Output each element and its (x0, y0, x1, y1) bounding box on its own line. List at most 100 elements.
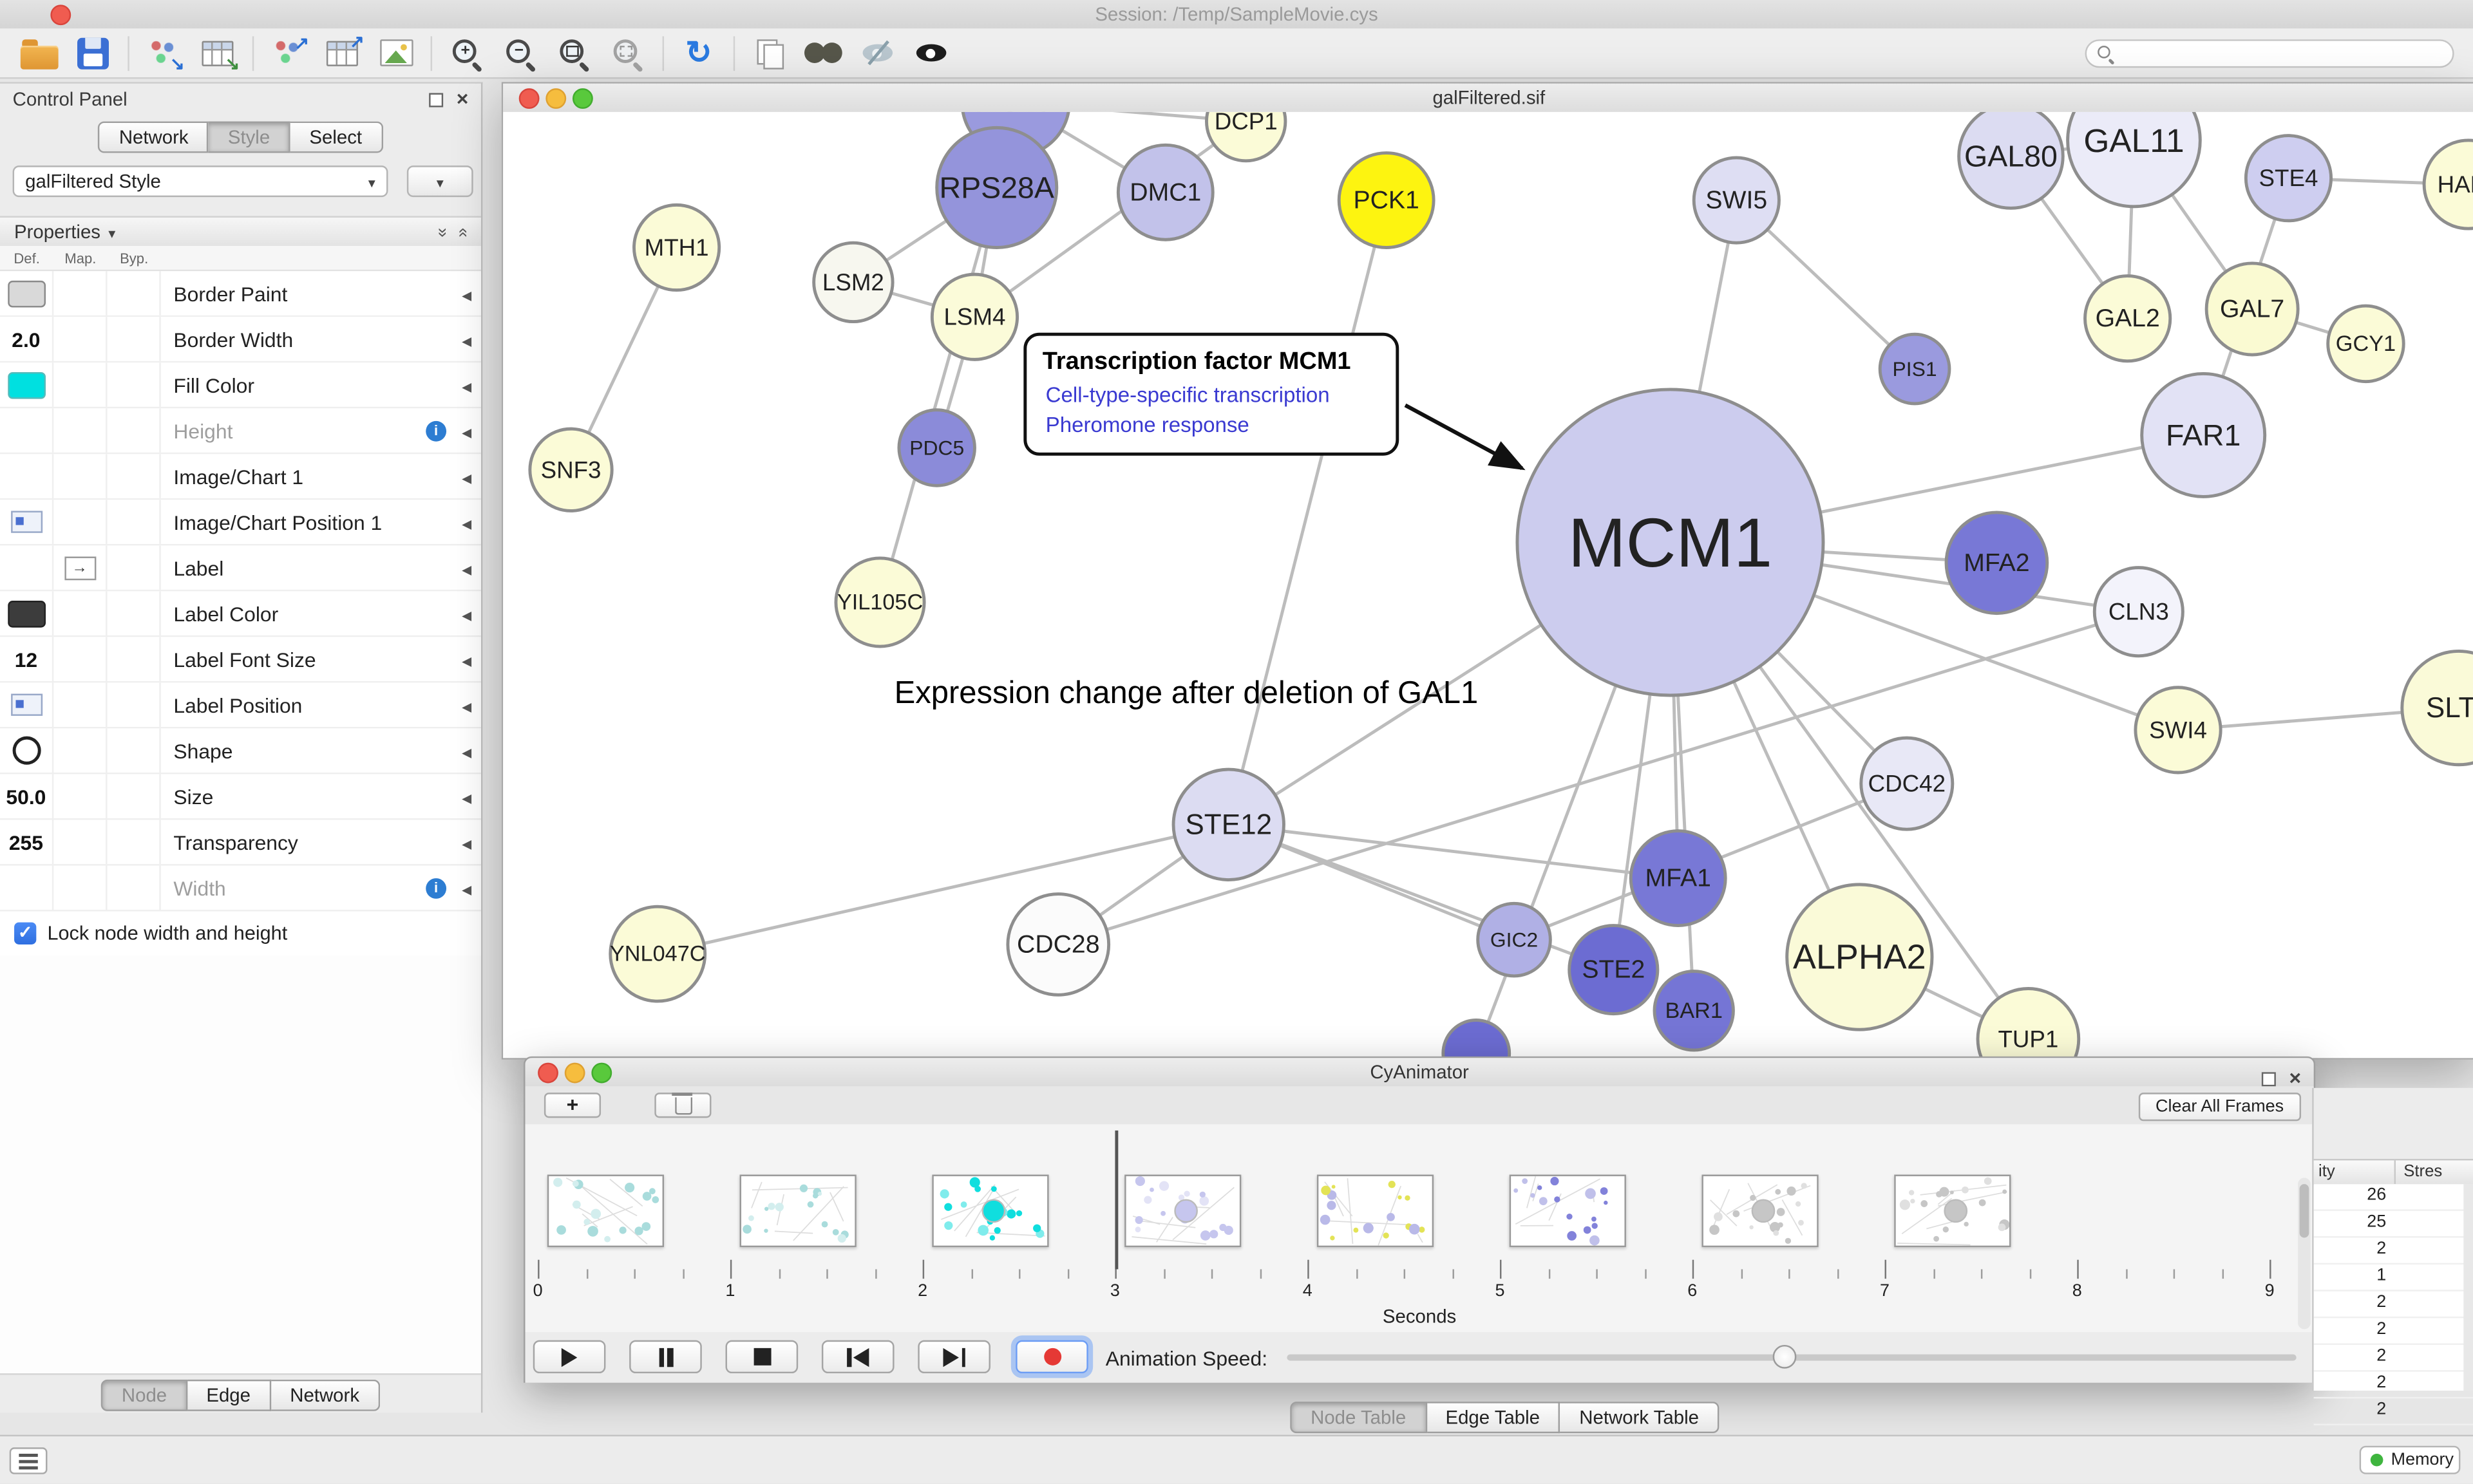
frame-thumbnail-5[interactable] (1510, 1174, 1626, 1247)
export-network-button[interactable] (262, 31, 316, 75)
property-def-cell[interactable]: 50.0 (0, 774, 53, 818)
refresh-view-button[interactable] (672, 31, 725, 75)
first-neighbors-button[interactable] (797, 31, 850, 75)
network-node-SWI4[interactable]: SWI4 (2136, 688, 2221, 773)
property-byp-cell[interactable] (108, 865, 161, 910)
save-session-button[interactable] (66, 31, 120, 75)
property-byp-cell[interactable] (108, 408, 161, 453)
tab-edge[interactable]: Edge (187, 1380, 271, 1411)
property-map-cell[interactable] (53, 820, 107, 864)
frame-thumbnail-0[interactable] (547, 1174, 664, 1247)
network-node-SLT2[interactable]: SLT2 (2402, 651, 2473, 764)
table-row[interactable]: 2 (2314, 1291, 2473, 1319)
expand-arrow-icon[interactable] (462, 874, 471, 902)
property-def-cell[interactable] (0, 500, 53, 544)
expand-arrow-icon[interactable] (462, 691, 471, 719)
network-node-GAL2[interactable]: GAL2 (2085, 276, 2170, 361)
network-edge-RPS28A-YIL105C[interactable] (880, 187, 997, 602)
stop-button[interactable] (726, 1340, 799, 1373)
float-panel-icon[interactable] (430, 92, 444, 106)
zoom-out-button[interactable] (494, 31, 547, 75)
import-network-button[interactable] (137, 31, 191, 75)
tab-select[interactable]: Select (290, 122, 383, 153)
property-map-cell[interactable] (53, 408, 107, 453)
show-all-button[interactable] (904, 31, 957, 75)
tab-node[interactable]: Node (101, 1380, 187, 1411)
property-byp-cell[interactable] (108, 317, 161, 361)
network-node-PCK1[interactable]: PCK1 (1339, 153, 1434, 248)
pause-button[interactable] (629, 1340, 702, 1373)
zoom-selected-button[interactable] (601, 31, 654, 75)
property-row-label-position[interactable]: Label Position (0, 682, 481, 728)
tab-edge-table[interactable]: Edge Table (1426, 1402, 1560, 1433)
property-byp-cell[interactable] (108, 591, 161, 635)
property-def-cell[interactable] (0, 728, 53, 773)
property-row-image-chart-1[interactable]: Image/Chart 1 (0, 454, 481, 500)
table-row[interactable]: 2 (2314, 1318, 2473, 1345)
expand-arrow-icon[interactable] (462, 599, 471, 628)
property-map-cell[interactable] (53, 637, 107, 681)
property-def-cell[interactable] (0, 545, 53, 590)
hide-selected-button[interactable] (850, 31, 904, 75)
property-byp-cell[interactable] (108, 500, 161, 544)
property-row-image-chart-position-1[interactable]: Image/Chart Position 1 (0, 500, 481, 545)
property-map-cell[interactable] (53, 362, 107, 407)
property-row-border-paint[interactable]: Border Paint (0, 271, 481, 317)
property-def-cell[interactable] (0, 591, 53, 635)
scrollbar-thumb[interactable] (2300, 1184, 2309, 1237)
property-byp-cell[interactable] (108, 362, 161, 407)
panel-toggle-button[interactable] (10, 1447, 48, 1474)
property-row-shape[interactable]: Shape (0, 728, 481, 774)
network-node-MTH1[interactable]: MTH1 (634, 205, 719, 290)
export-image-button[interactable] (369, 31, 422, 75)
memory-status-button[interactable]: Memory (2360, 1446, 2461, 1474)
frame-thumbnail-6[interactable] (1701, 1174, 1818, 1247)
next-frame-button[interactable] (918, 1340, 990, 1373)
float-panel-icon[interactable] (2262, 1071, 2277, 1085)
network-edge-STE12-PCK1[interactable] (1229, 200, 1387, 825)
timeline-scrollbar[interactable] (2298, 1178, 2311, 1329)
property-row-label-color[interactable]: Label Color (0, 591, 481, 637)
tab-node-table[interactable]: Node Table (1290, 1402, 1426, 1433)
network-node-PDC5[interactable]: PDC5 (899, 410, 975, 486)
property-map-cell[interactable] (53, 454, 107, 498)
expand-arrow-icon[interactable] (462, 417, 471, 445)
network-node-FAR1[interactable]: FAR1 (2142, 373, 2265, 496)
tab-network[interactable]: Network (99, 122, 209, 153)
network-node-SNF3[interactable]: SNF3 (530, 429, 612, 511)
open-session-button[interactable] (13, 31, 66, 75)
network-node-HAP4[interactable]: HAP4 (2424, 140, 2473, 229)
close-panel-icon[interactable] (457, 88, 469, 110)
expand-all-icon[interactable] (453, 227, 471, 237)
expand-arrow-icon[interactable] (462, 554, 471, 582)
property-byp-cell[interactable] (108, 454, 161, 498)
property-def-cell[interactable] (0, 408, 53, 453)
property-map-cell[interactable] (53, 728, 107, 773)
collapse-all-icon[interactable] (433, 227, 450, 237)
property-def-cell[interactable] (0, 271, 53, 315)
property-byp-cell[interactable] (108, 682, 161, 727)
network-node-MCM1[interactable]: MCM1 (1517, 390, 1823, 695)
network-node-ALPHA2[interactable]: ALPHA2 (1787, 885, 1932, 1029)
property-def-cell[interactable]: 2.0 (0, 317, 53, 361)
property-map-cell[interactable] (53, 591, 107, 635)
network-node-GIC2[interactable]: GIC2 (1478, 903, 1551, 976)
property-def-cell[interactable] (0, 682, 53, 727)
property-def-cell[interactable]: 255 (0, 820, 53, 864)
property-byp-cell[interactable] (108, 271, 161, 315)
property-def-cell[interactable] (0, 865, 53, 910)
annotation-link-1[interactable]: Cell-type-specific transcription (1043, 383, 1380, 407)
network-node-RPS28A[interactable]: RPS28A (937, 127, 1057, 247)
add-frame-button[interactable] (544, 1093, 601, 1118)
network-window-titlebar[interactable]: galFiltered.sif (503, 84, 2473, 114)
expand-arrow-icon[interactable] (462, 324, 471, 353)
style-selector-combo[interactable]: galFiltered Style (13, 165, 388, 197)
property-byp-cell[interactable] (108, 728, 161, 773)
tab-network-style[interactable]: Network (271, 1380, 380, 1411)
table-row[interactable]: 2 (2314, 1372, 2473, 1399)
network-node-SWI5[interactable]: SWI5 (1694, 158, 1779, 243)
